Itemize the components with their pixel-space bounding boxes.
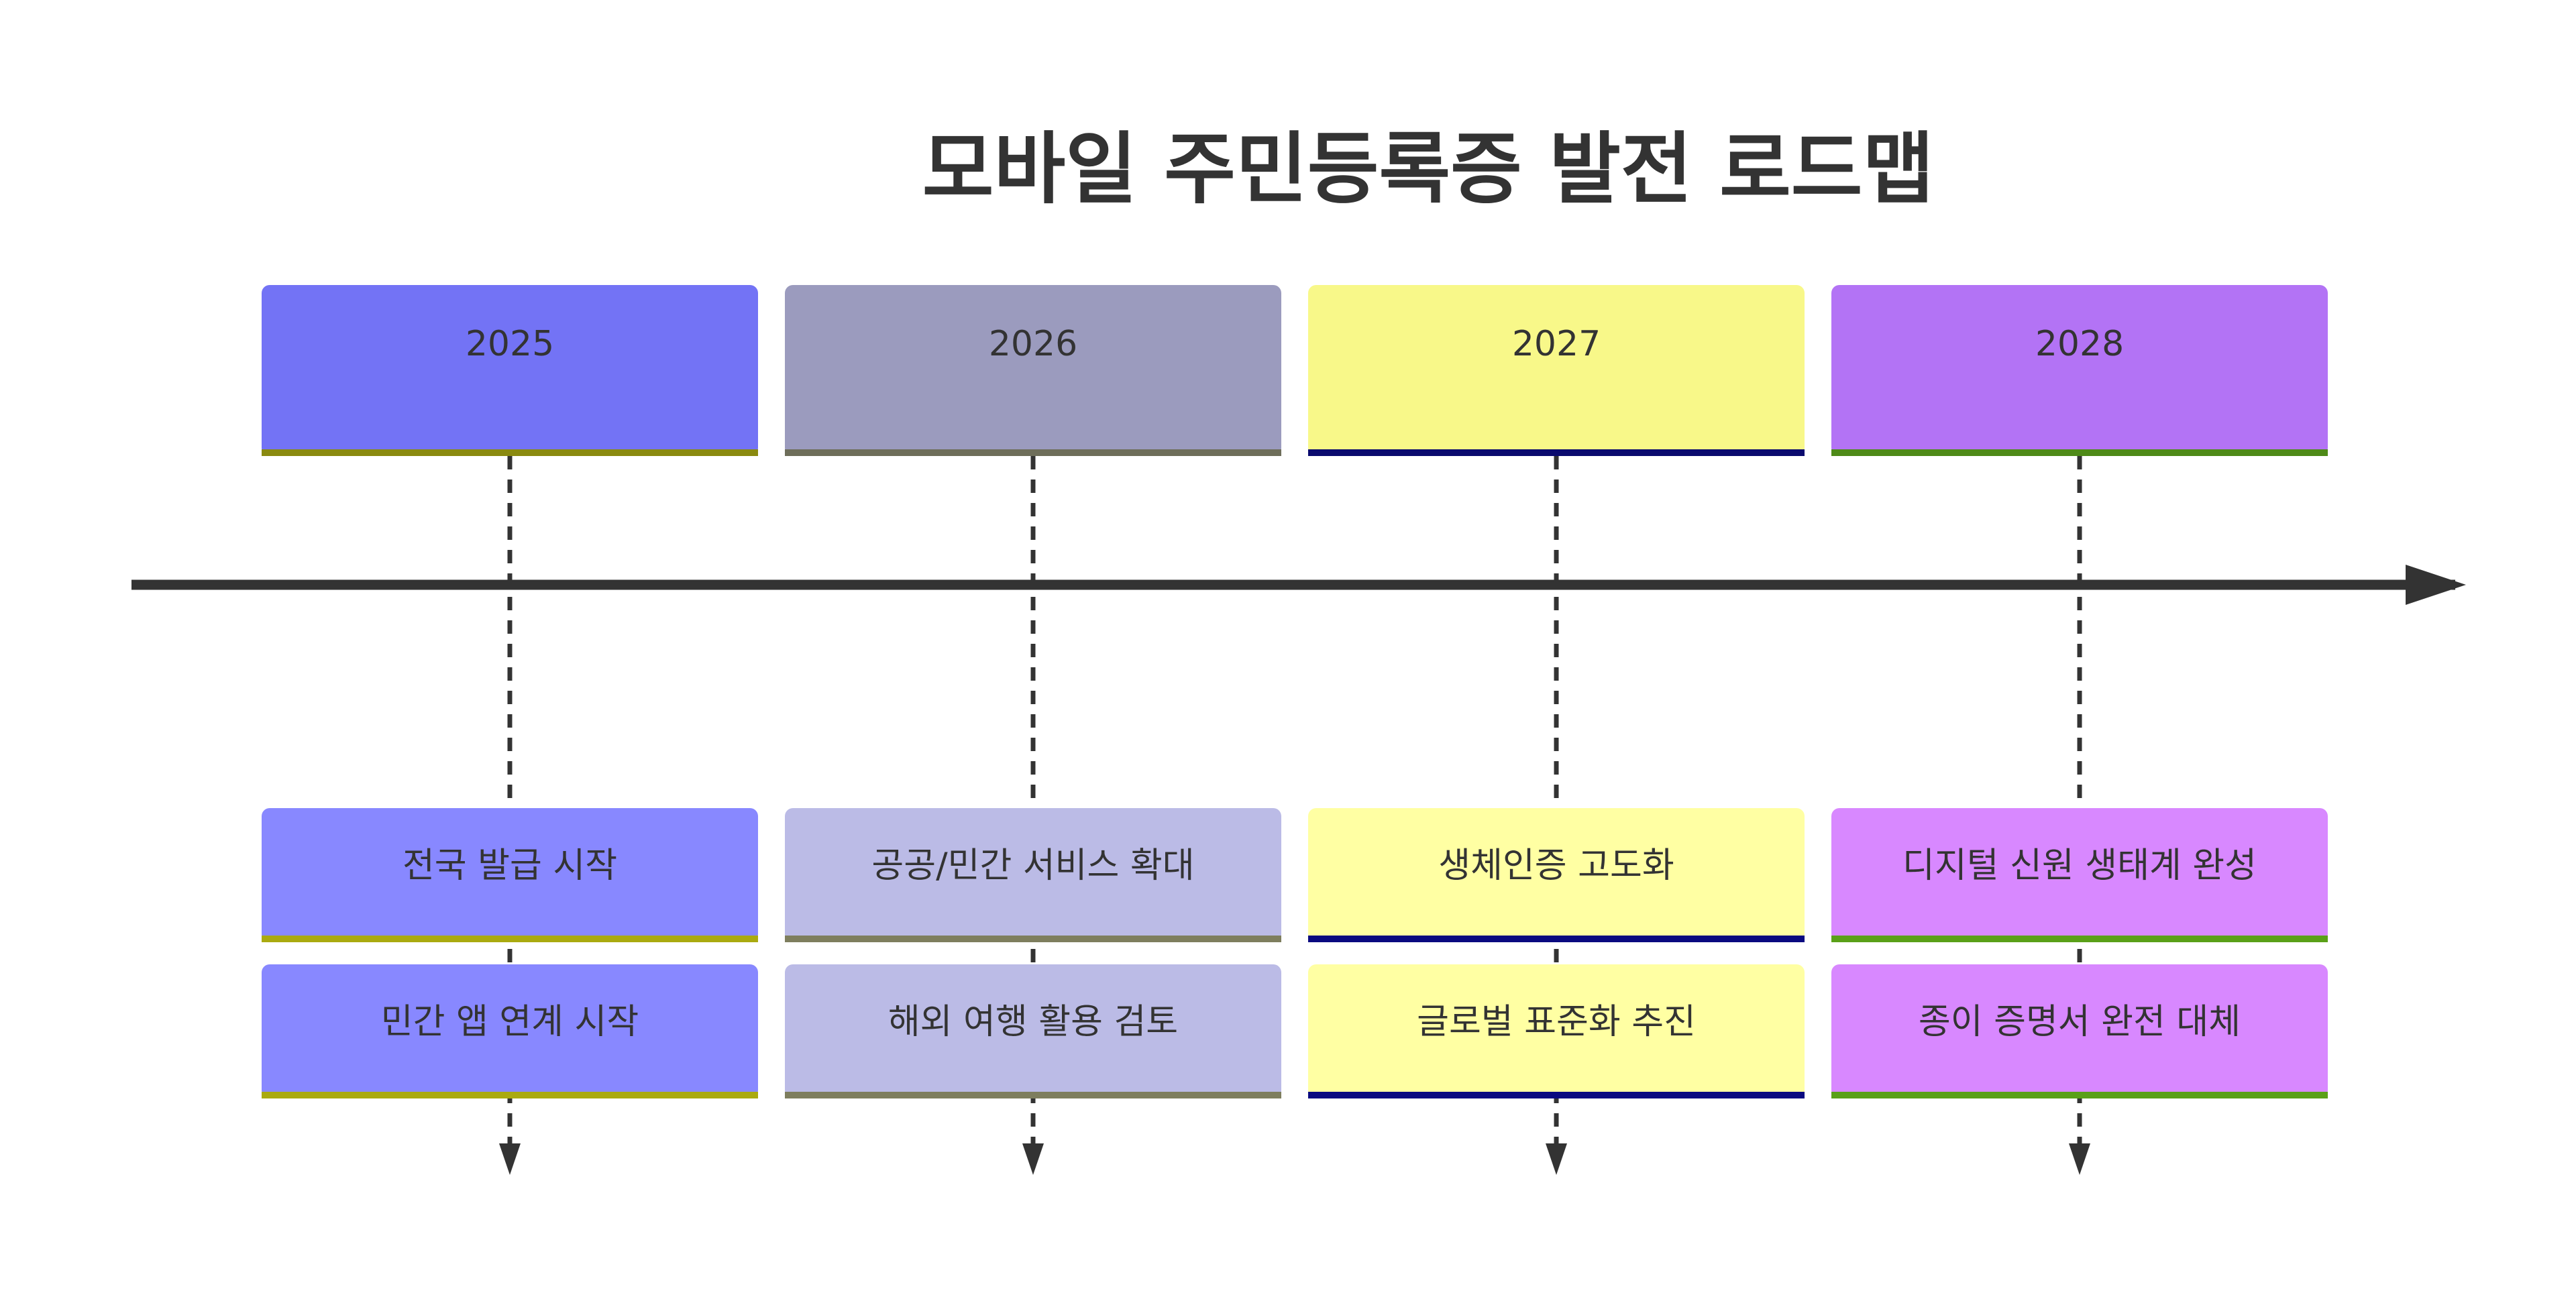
year-header-border (1831, 449, 2328, 456)
year-label: 2026 (989, 324, 1077, 364)
event-label: 공공/민간 서비스 확대 (871, 846, 1194, 886)
year-label: 2028 (2035, 324, 2124, 364)
year-label: 2025 (466, 324, 554, 364)
connector-arrowhead (1546, 1143, 1567, 1175)
year-header-box (1831, 285, 2328, 456)
year-header-border (785, 449, 1281, 456)
timeline-axis-arrowhead (2406, 565, 2466, 605)
page-title: 모바일 주민등록증 발전 로드맵 (922, 124, 1935, 215)
year-header-box (262, 285, 758, 456)
event-box-border (785, 1092, 1281, 1098)
year-header-box (1308, 285, 1805, 456)
year-header-border (1308, 449, 1805, 456)
event-label: 민간 앱 연계 시작 (381, 1002, 639, 1042)
event-box (262, 964, 758, 1098)
event-label: 글로벌 표준화 추진 (1417, 1002, 1696, 1042)
event-label: 전국 발급 시작 (402, 846, 617, 886)
event-box (785, 964, 1281, 1098)
event-box (785, 808, 1281, 942)
event-box (1831, 808, 2328, 942)
event-label: 생체인증 고도화 (1438, 846, 1674, 886)
event-label: 디지털 신원 생태계 완성 (1902, 846, 2257, 886)
event-box (1308, 964, 1805, 1098)
event-box-border (1308, 1092, 1805, 1098)
connector-arrowhead (499, 1143, 521, 1175)
year-label: 2027 (1512, 324, 1601, 364)
event-label: 해외 여행 활용 검토 (888, 1002, 1178, 1042)
event-box-border (262, 1092, 758, 1098)
event-box-border (1831, 936, 2328, 942)
event-box-border (1831, 1092, 2328, 1098)
year-header-box (785, 285, 1281, 456)
event-box-border (1308, 936, 1805, 942)
event-box (1831, 964, 2328, 1098)
connector-arrowhead (2069, 1143, 2090, 1175)
event-box-border (262, 936, 758, 942)
event-label: 종이 증명서 완전 대체 (1919, 1002, 2241, 1042)
event-box (262, 808, 758, 942)
event-box-border (785, 936, 1281, 942)
event-box (1308, 808, 1805, 942)
year-header-border (262, 449, 758, 456)
connector-arrowhead (1022, 1143, 1044, 1175)
